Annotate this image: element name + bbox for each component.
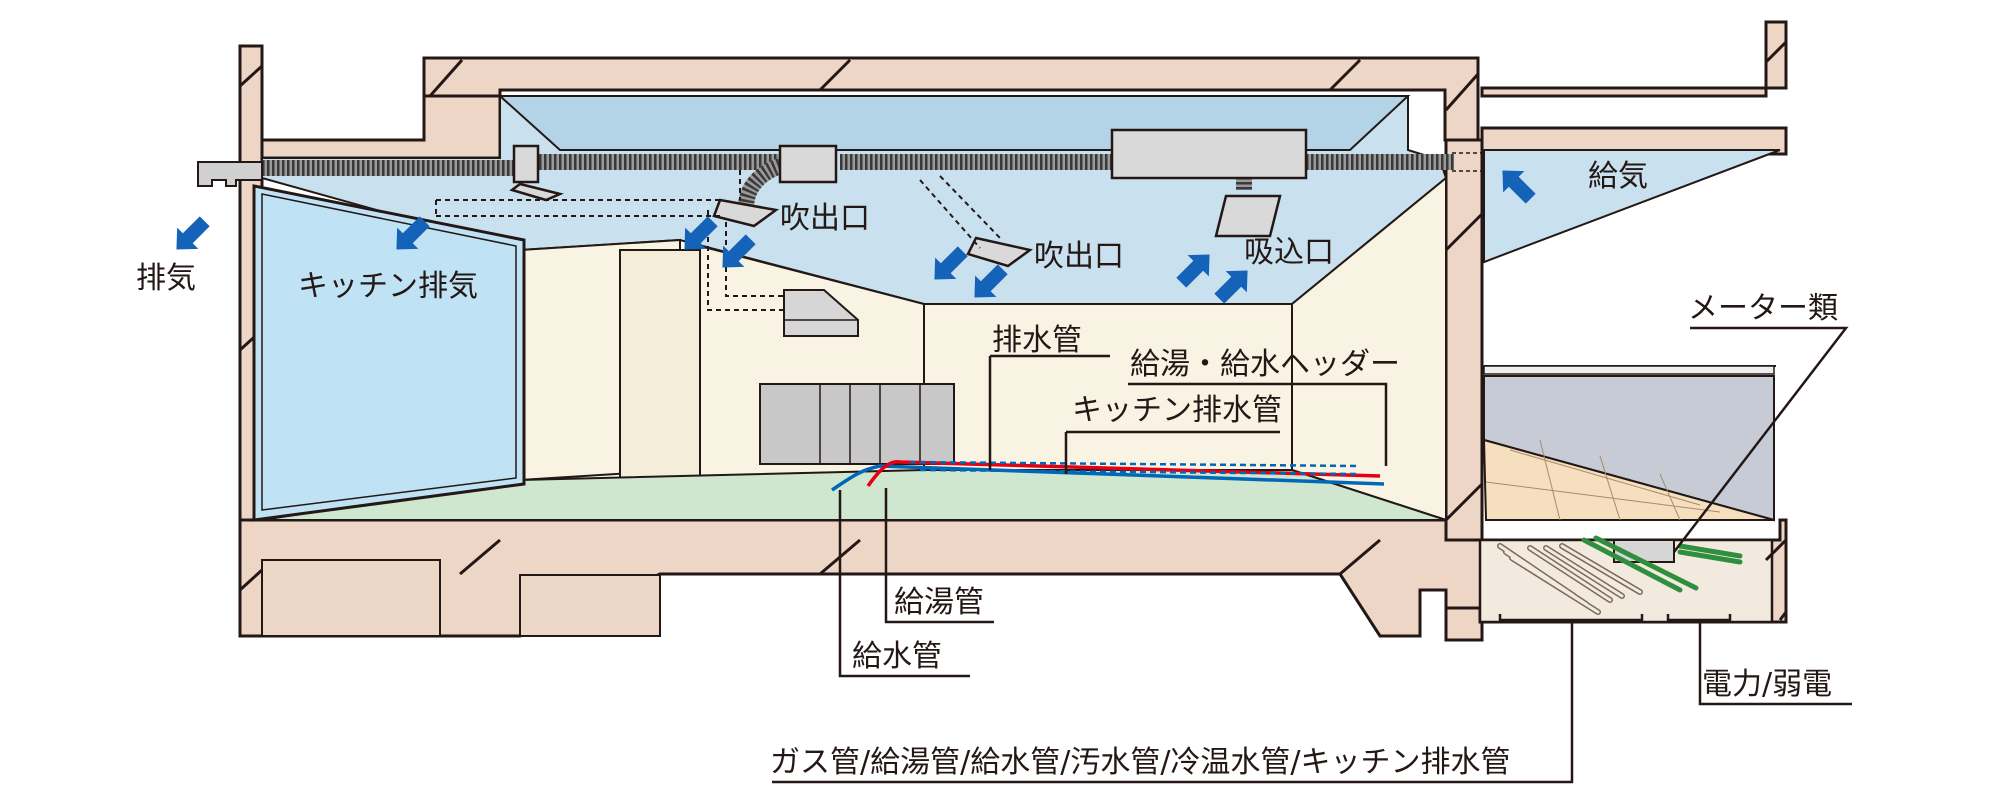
diffuser-2 — [966, 236, 1033, 268]
airflow-arrow-icon — [1176, 254, 1210, 288]
label-header: 給湯・給水ヘッダー — [1130, 347, 1400, 382]
labels: 排気 キッチン排気 吹出口 吹出口 吸込口 給気 メーター類 排水管 給湯・給水… — [136, 159, 1838, 780]
label-kitchen-drain: キッチン排水管 — [1072, 393, 1282, 428]
leader-lines — [772, 326, 1852, 784]
kitchen-window — [252, 184, 526, 522]
label-intake-port: 吸込口 — [1244, 235, 1334, 270]
airflow-arrow-icon — [684, 216, 718, 250]
airflow-arrow-icon — [396, 216, 430, 250]
airflow-arrows — [176, 170, 1536, 304]
airflow-arrow-icon — [1214, 270, 1248, 304]
duct-unit-icon — [512, 144, 540, 184]
supply-air-zone — [1483, 149, 1781, 264]
label-power-low-voltage: 電力/弱電 — [1702, 667, 1832, 702]
label-hot-water-pipe: 給湯管 — [894, 585, 984, 620]
label-water-pipe: 給水管 — [852, 639, 942, 674]
airflow-arrow-icon — [974, 264, 1008, 298]
diffuser-1 — [712, 198, 780, 228]
airflow-arrow-icon — [176, 216, 210, 250]
label-supply-air: 給気 — [1588, 159, 1648, 194]
label-kitchen-exhaust: キッチン排気 — [298, 269, 478, 304]
label-exhaust: 排気 — [136, 261, 196, 296]
floor-piping — [831, 460, 1385, 492]
airflow-arrow-icon — [934, 246, 968, 280]
kitchen-counter — [759, 383, 955, 465]
label-pipes-list: ガス管/給湯管/給水管/汚水管/冷温水管/キッチン排水管 — [770, 745, 1511, 780]
range-hood-icon — [783, 289, 859, 337]
label-meters: メーター類 — [1688, 291, 1838, 326]
label-outlet-1: 吹出口 — [780, 201, 870, 236]
ductwork — [197, 128, 1482, 311]
return-grille — [1214, 194, 1282, 238]
exhaust-cap-icon — [197, 161, 263, 187]
airflow-arrow-icon — [1502, 170, 1536, 204]
structure-frame — [238, 20, 1788, 642]
airflow-arrow-icon — [722, 234, 756, 268]
air-handling-unit — [1110, 128, 1308, 180]
label-drain-pipe: 排水管 — [992, 323, 1082, 358]
utility-room — [1482, 365, 1776, 615]
label-outlet-2: 吹出口 — [1034, 239, 1124, 274]
